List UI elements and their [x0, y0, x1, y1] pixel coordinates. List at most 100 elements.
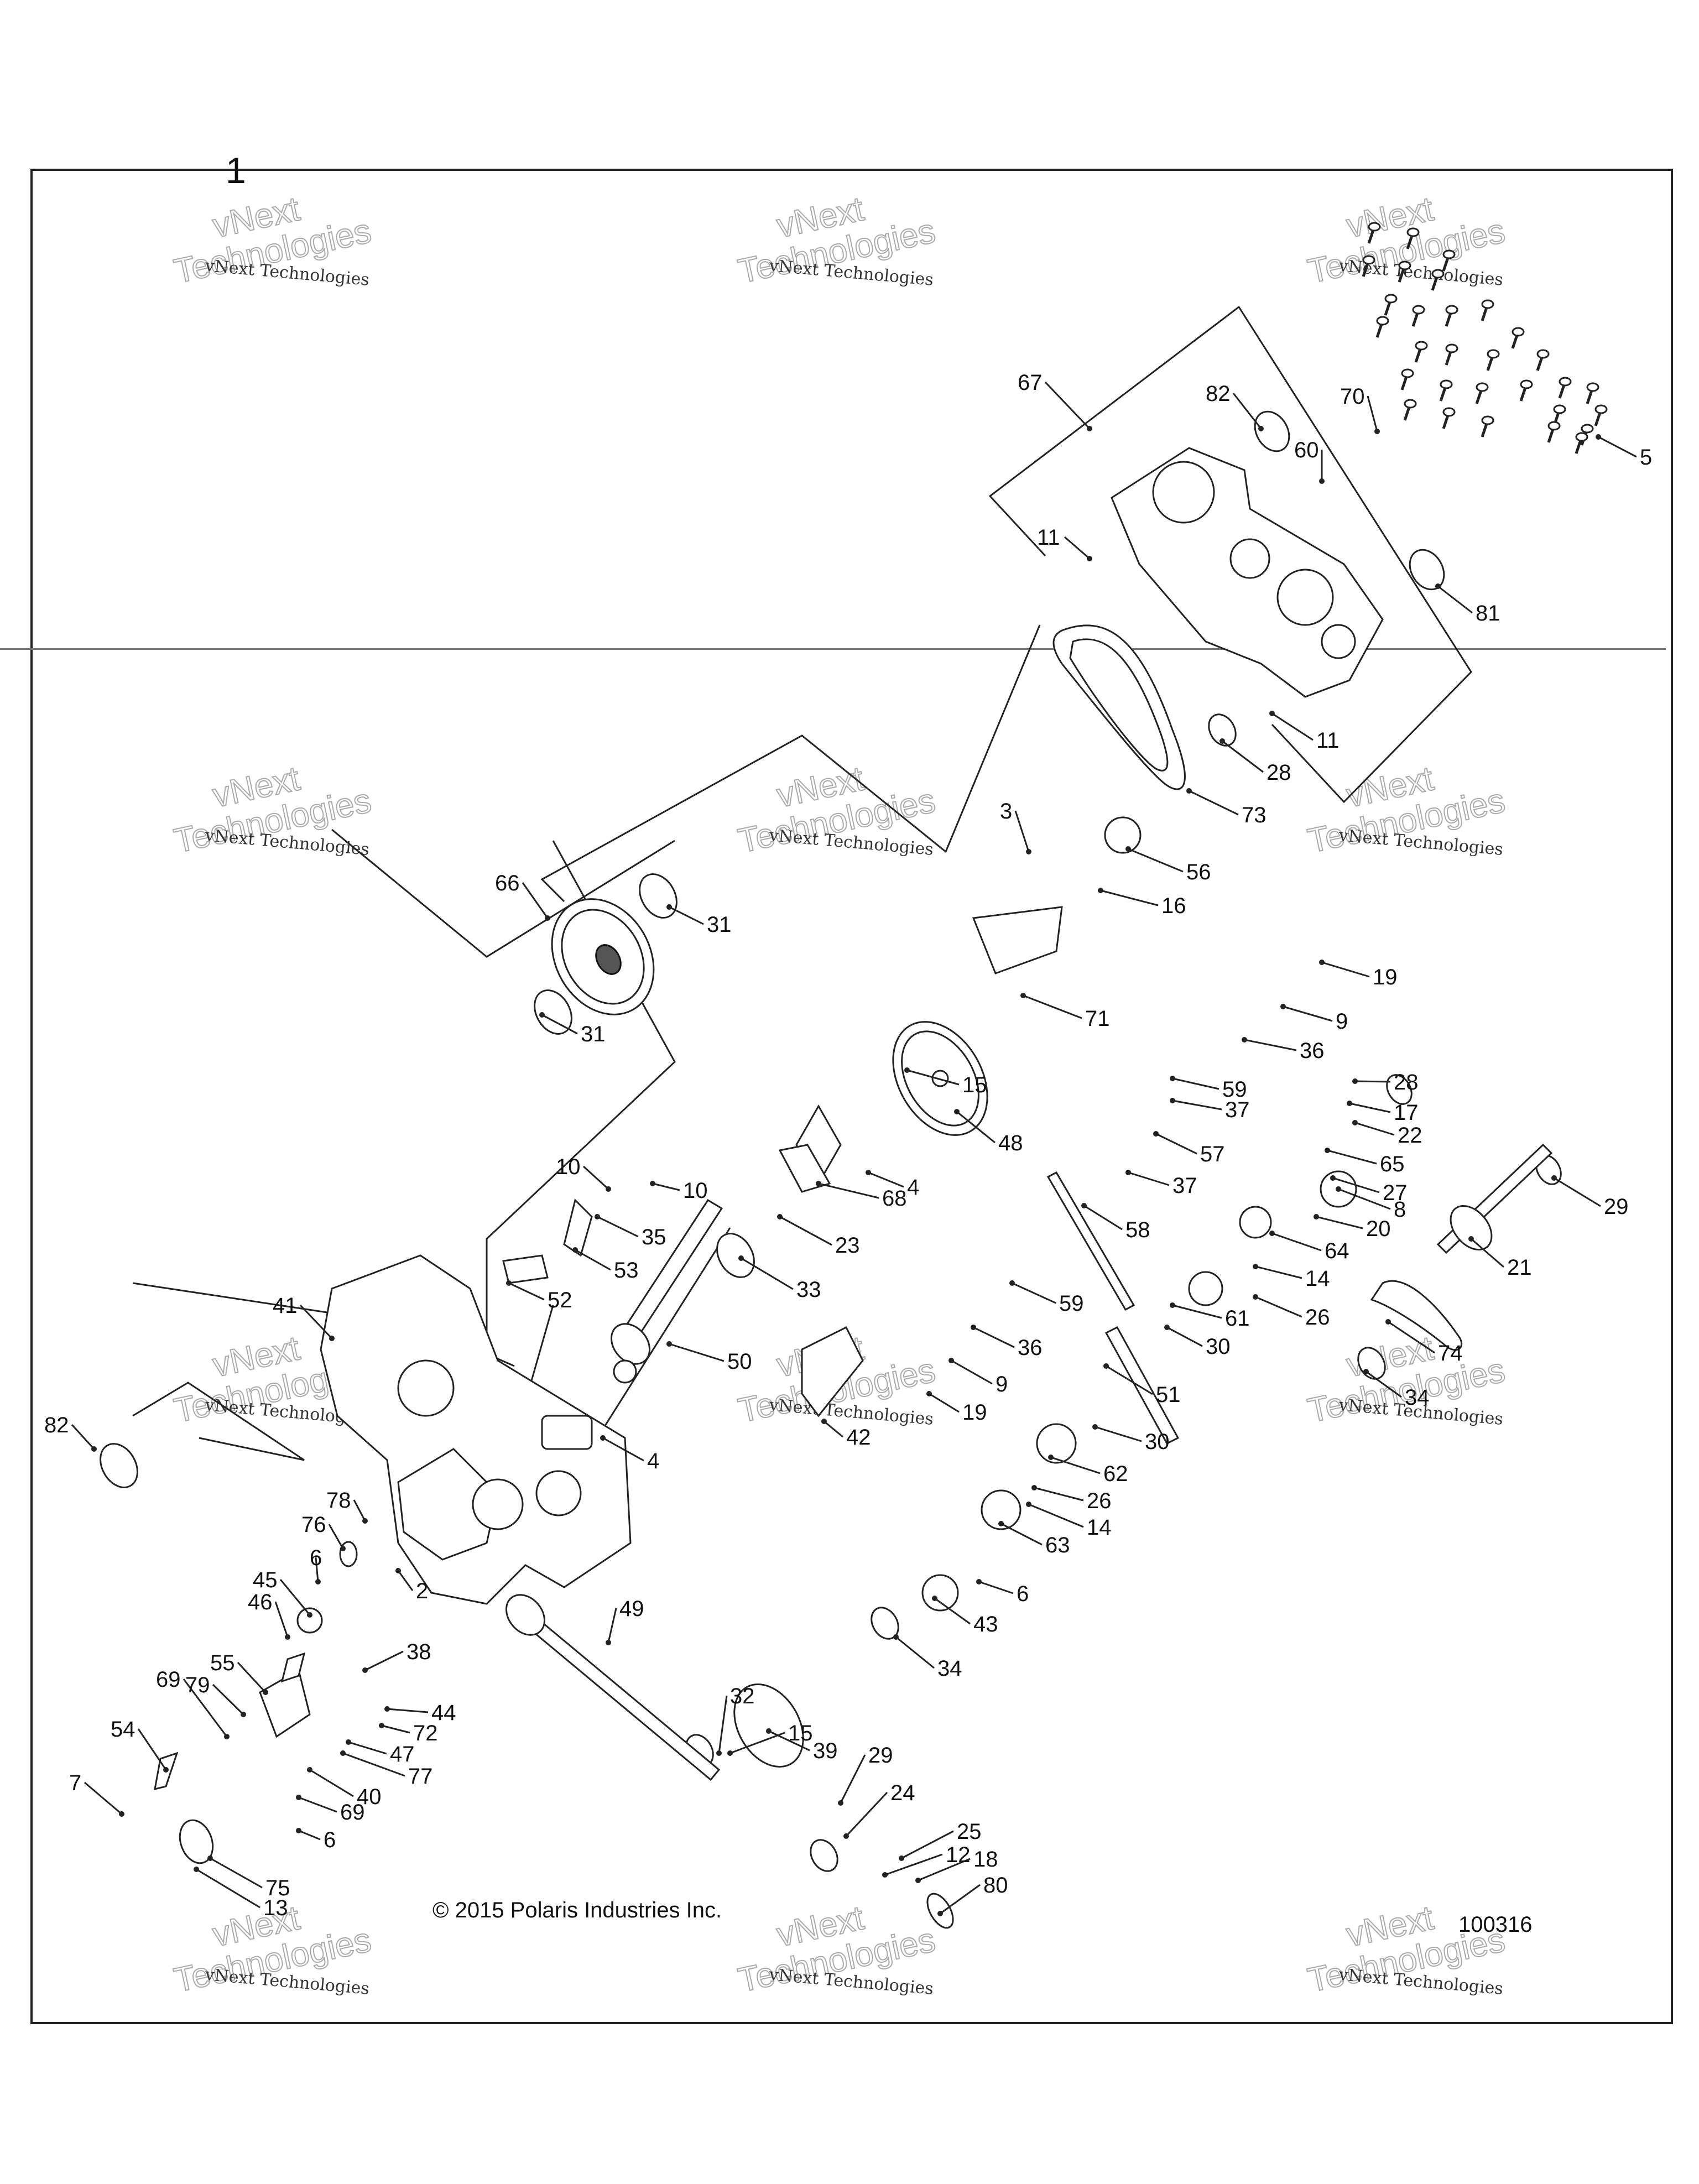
leader-dot: [572, 1247, 578, 1253]
leader-line: [1271, 1232, 1322, 1252]
leader-line: [824, 1420, 843, 1438]
leader-line: [137, 1728, 167, 1770]
callout-42: 42: [846, 1425, 871, 1450]
callout-17: 17: [1394, 1101, 1419, 1125]
leader-dot: [1026, 849, 1031, 854]
leader-dot: [1153, 1131, 1159, 1137]
leader-line: [1166, 1326, 1203, 1347]
leader-line: [364, 1650, 404, 1671]
callout-50: 50: [727, 1349, 752, 1374]
leader-dot: [650, 1181, 655, 1186]
leader-line: [582, 1165, 609, 1190]
leader-line: [918, 1858, 971, 1881]
leader-dot: [315, 1579, 321, 1584]
drive-belt-illustration: [1052, 624, 1186, 790]
leader-dot: [666, 904, 672, 910]
bolt-icon: [1398, 260, 1411, 283]
leader-dot: [207, 1855, 213, 1861]
leader-dot: [1087, 556, 1092, 561]
callout-11: 11: [1316, 728, 1340, 753]
leader-dot: [1087, 426, 1092, 431]
leader-dot: [346, 1739, 351, 1745]
callout-51: 51: [1156, 1383, 1181, 1407]
callout-52: 52: [548, 1288, 572, 1312]
bolt-icon: [1445, 343, 1458, 366]
leader-line: [934, 1597, 971, 1625]
leader-line: [818, 1182, 879, 1199]
callout-33: 33: [796, 1278, 821, 1302]
callout-80: 80: [983, 1873, 1008, 1898]
leader-dot: [1551, 1175, 1557, 1181]
leader-dot: [1164, 1325, 1170, 1330]
leader-dot: [595, 1214, 600, 1219]
leader-dot: [1125, 1170, 1131, 1175]
leader-dot: [716, 1750, 722, 1756]
callout-62: 62: [1103, 1462, 1128, 1486]
leader-dot: [606, 1186, 611, 1192]
callout-75: 75: [265, 1876, 290, 1900]
callout-23: 23: [835, 1233, 860, 1258]
leader-line: [1128, 848, 1184, 873]
leader-dot: [1314, 1214, 1319, 1219]
callout-28: 28: [1267, 760, 1291, 785]
copyright-text: © 2015 Polaris Industries Inc.: [432, 1898, 722, 1922]
callout-9: 9: [1336, 1009, 1348, 1034]
leader-line: [845, 1791, 888, 1837]
leader-line: [1128, 1171, 1170, 1186]
leader-dot: [606, 1640, 611, 1645]
callout-27: 27: [1383, 1181, 1408, 1205]
leader-line: [1283, 1005, 1333, 1022]
bolt-icon: [1362, 255, 1375, 277]
leader-lines: [71, 381, 1637, 1916]
callout-40: 40: [357, 1785, 382, 1809]
leader-line: [353, 1499, 366, 1521]
leader-dot: [1170, 1302, 1175, 1308]
callout-49: 49: [619, 1597, 644, 1621]
leader-dot: [362, 1518, 368, 1524]
leader-dot: [1081, 1203, 1087, 1208]
leader-dot: [1330, 1175, 1336, 1181]
leader-line: [328, 1524, 344, 1549]
leader-dot: [1092, 1424, 1098, 1430]
callout-16: 16: [1161, 894, 1186, 918]
callout-8: 8: [1394, 1197, 1406, 1222]
leader-dot: [307, 1767, 312, 1773]
leader-dot: [539, 1012, 545, 1018]
leader-line: [929, 1393, 960, 1413]
callout-10: 10: [683, 1179, 708, 1203]
leader-line: [669, 906, 704, 925]
leader-dot: [506, 1280, 512, 1286]
leader-dot: [1242, 1037, 1247, 1043]
leader-dot: [119, 1811, 124, 1817]
leader-dot: [1009, 1280, 1015, 1286]
leader-dot: [1468, 1236, 1474, 1242]
callout-72: 72: [413, 1721, 438, 1745]
callout-57: 57: [1200, 1142, 1225, 1166]
leader-line: [1255, 1296, 1302, 1318]
callout-30: 30: [1206, 1335, 1231, 1359]
leader-line: [342, 1752, 405, 1777]
leader-line: [1554, 1177, 1601, 1207]
callout-54: 54: [111, 1717, 135, 1742]
callout-74: 74: [1438, 1341, 1463, 1365]
callout-59: 59: [1222, 1077, 1247, 1102]
leader-line: [1437, 585, 1473, 614]
bolt-icon: [1431, 269, 1445, 291]
callout-38: 38: [406, 1640, 431, 1664]
callout-6: 6: [1017, 1582, 1029, 1606]
leader-line: [84, 1781, 122, 1815]
leader-dot: [1325, 1148, 1330, 1153]
leader-line: [71, 1424, 95, 1450]
bolt-icon: [1547, 421, 1561, 443]
bolt-icon: [1475, 382, 1489, 404]
callout-63: 63: [1045, 1533, 1070, 1557]
callout-31: 31: [581, 1022, 606, 1046]
callout-29: 29: [868, 1743, 893, 1768]
leader-dot: [1170, 1076, 1175, 1081]
gear-48-illustration: [892, 1021, 988, 1136]
case-cover-illustration: [1111, 447, 1384, 698]
